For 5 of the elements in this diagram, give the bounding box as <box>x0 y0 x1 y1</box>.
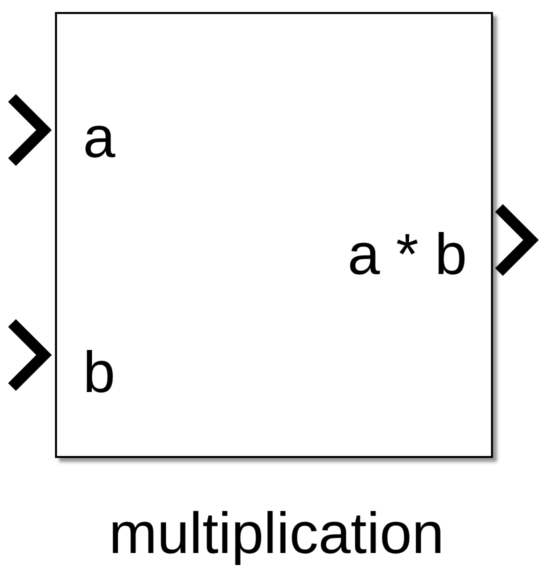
output-port-label: a * b <box>348 226 467 284</box>
input-port-label: b <box>83 344 116 402</box>
block-name: multiplication <box>108 505 446 563</box>
input-port-label: a <box>83 109 116 167</box>
function-block <box>55 12 493 458</box>
